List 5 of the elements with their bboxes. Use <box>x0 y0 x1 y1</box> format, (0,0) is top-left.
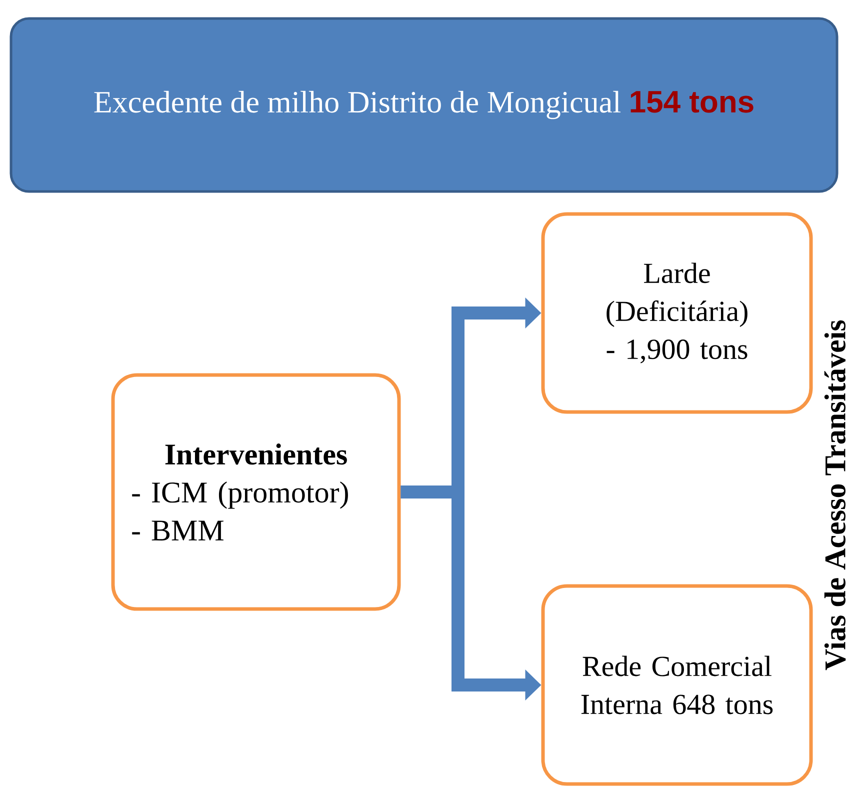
rounded-box: Intervenientes - ICM (promotor) - BMM <box>111 373 401 611</box>
rounded-box: Larde (Deficitária) - 1,900 tons <box>541 212 813 414</box>
title-banner: Excedente de milho Distrito de Mongicual 154 tons <box>10 17 838 193</box>
rounded-box: Rede Comercial Interna 648 tons <box>541 584 813 786</box>
vertical-label: Vias de Acesso Transitáveis <box>824 320 846 670</box>
